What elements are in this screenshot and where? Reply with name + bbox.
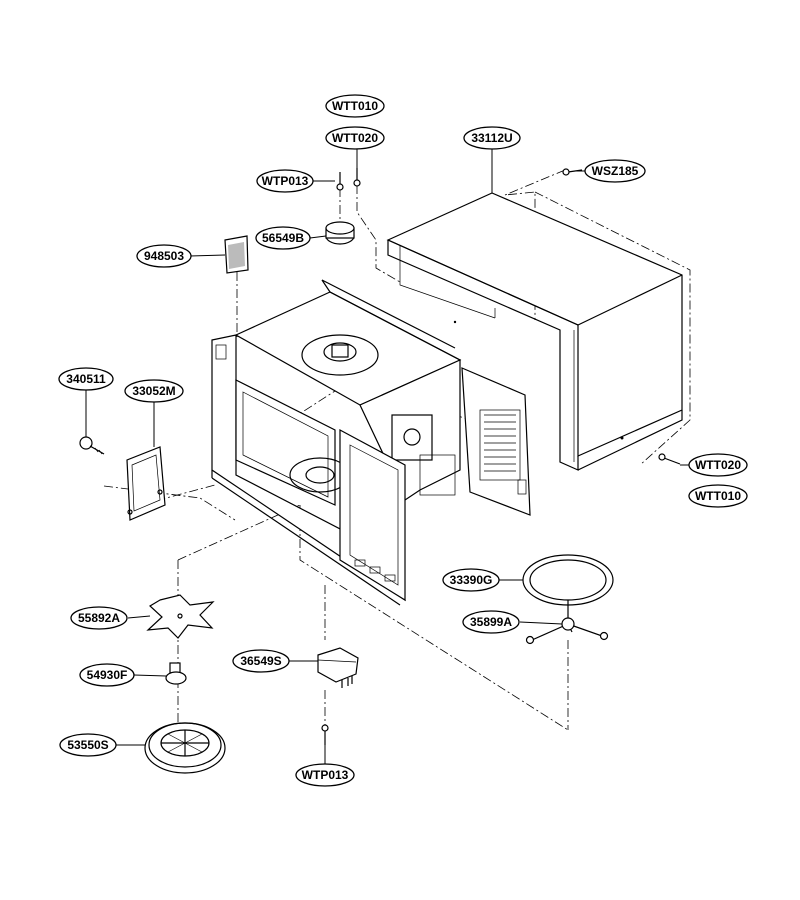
- svg-text:WSZ185: WSZ185: [592, 164, 639, 178]
- part-35899A-roller-ring: [525, 600, 609, 645]
- svg-text:55892A: 55892A: [78, 611, 120, 625]
- svg-text:35899A: 35899A: [470, 615, 512, 629]
- label-53550S: 53550S: [59, 733, 117, 757]
- svg-text:WTP013: WTP013: [262, 174, 309, 188]
- svg-text:33112U: 33112U: [471, 131, 512, 145]
- svg-text:53550S: 53550S: [67, 738, 108, 752]
- screw-wtp013-top: [336, 172, 344, 191]
- screw-wtt020-top: [353, 168, 361, 187]
- part-56549B-thermostat: [325, 221, 355, 245]
- screw-wsz185: [562, 168, 583, 176]
- svg-text:WTP013: WTP013: [302, 768, 349, 782]
- label-wtt010-right: WTT010: [688, 484, 748, 508]
- svg-text:948503: 948503: [144, 249, 184, 263]
- svg-text:56549B: 56549B: [262, 231, 304, 245]
- screw-wtt020-right: [658, 453, 681, 465]
- svg-text:54930F: 54930F: [87, 668, 128, 682]
- label-340511: 340511: [58, 367, 114, 391]
- label-948503: 948503: [136, 244, 192, 268]
- part-33052M-cover: [126, 446, 166, 521]
- part-36549S-motor: [317, 647, 359, 688]
- leader-lines: [85, 148, 690, 764]
- part-55892A-coupler: [146, 594, 215, 639]
- svg-text:33390G: 33390G: [450, 573, 493, 587]
- svg-text:340511: 340511: [66, 372, 106, 386]
- label-33052M: 33052M: [124, 379, 184, 403]
- label-33112U: 33112U: [463, 126, 521, 150]
- label-33390G: 33390G: [442, 568, 500, 592]
- svg-text:36549S: 36549S: [240, 654, 281, 668]
- label-wtt020-right: WTT020: [688, 453, 748, 477]
- part-53550S-roller: [144, 722, 226, 774]
- label-wtp013-top: WTP013: [256, 169, 314, 193]
- svg-text:33052M: 33052M: [132, 384, 175, 398]
- label-35899A: 35899A: [462, 610, 520, 634]
- oven-cavity-chassis: [211, 279, 531, 606]
- svg-text:WTT010: WTT010: [695, 489, 741, 503]
- screw-wtp013-bottom: [321, 724, 329, 745]
- label-56549B: 56549B: [255, 226, 311, 250]
- svg-text:WTT020: WTT020: [695, 458, 741, 472]
- outer-case-33112U: [386, 192, 683, 471]
- label-wtp013-bottom: WTP013: [295, 763, 355, 787]
- svg-text:WTT020: WTT020: [332, 131, 378, 145]
- label-54930F: 54930F: [79, 663, 135, 687]
- part-340511: [79, 436, 105, 455]
- label-wtt020-top: WTT020: [325, 126, 385, 150]
- label-wtt010-top: WTT010: [325, 94, 385, 118]
- svg-text:WTT010: WTT010: [332, 99, 378, 113]
- part-948503: [224, 235, 249, 274]
- part-33390G-glass-tray: [522, 554, 614, 606]
- part-54930F-shaft: [165, 662, 187, 685]
- label-36549S: 36549S: [232, 649, 290, 673]
- label-55892A: 55892A: [70, 606, 128, 630]
- vent-grille: [484, 414, 516, 472]
- label-WSZ185: WSZ185: [584, 159, 646, 183]
